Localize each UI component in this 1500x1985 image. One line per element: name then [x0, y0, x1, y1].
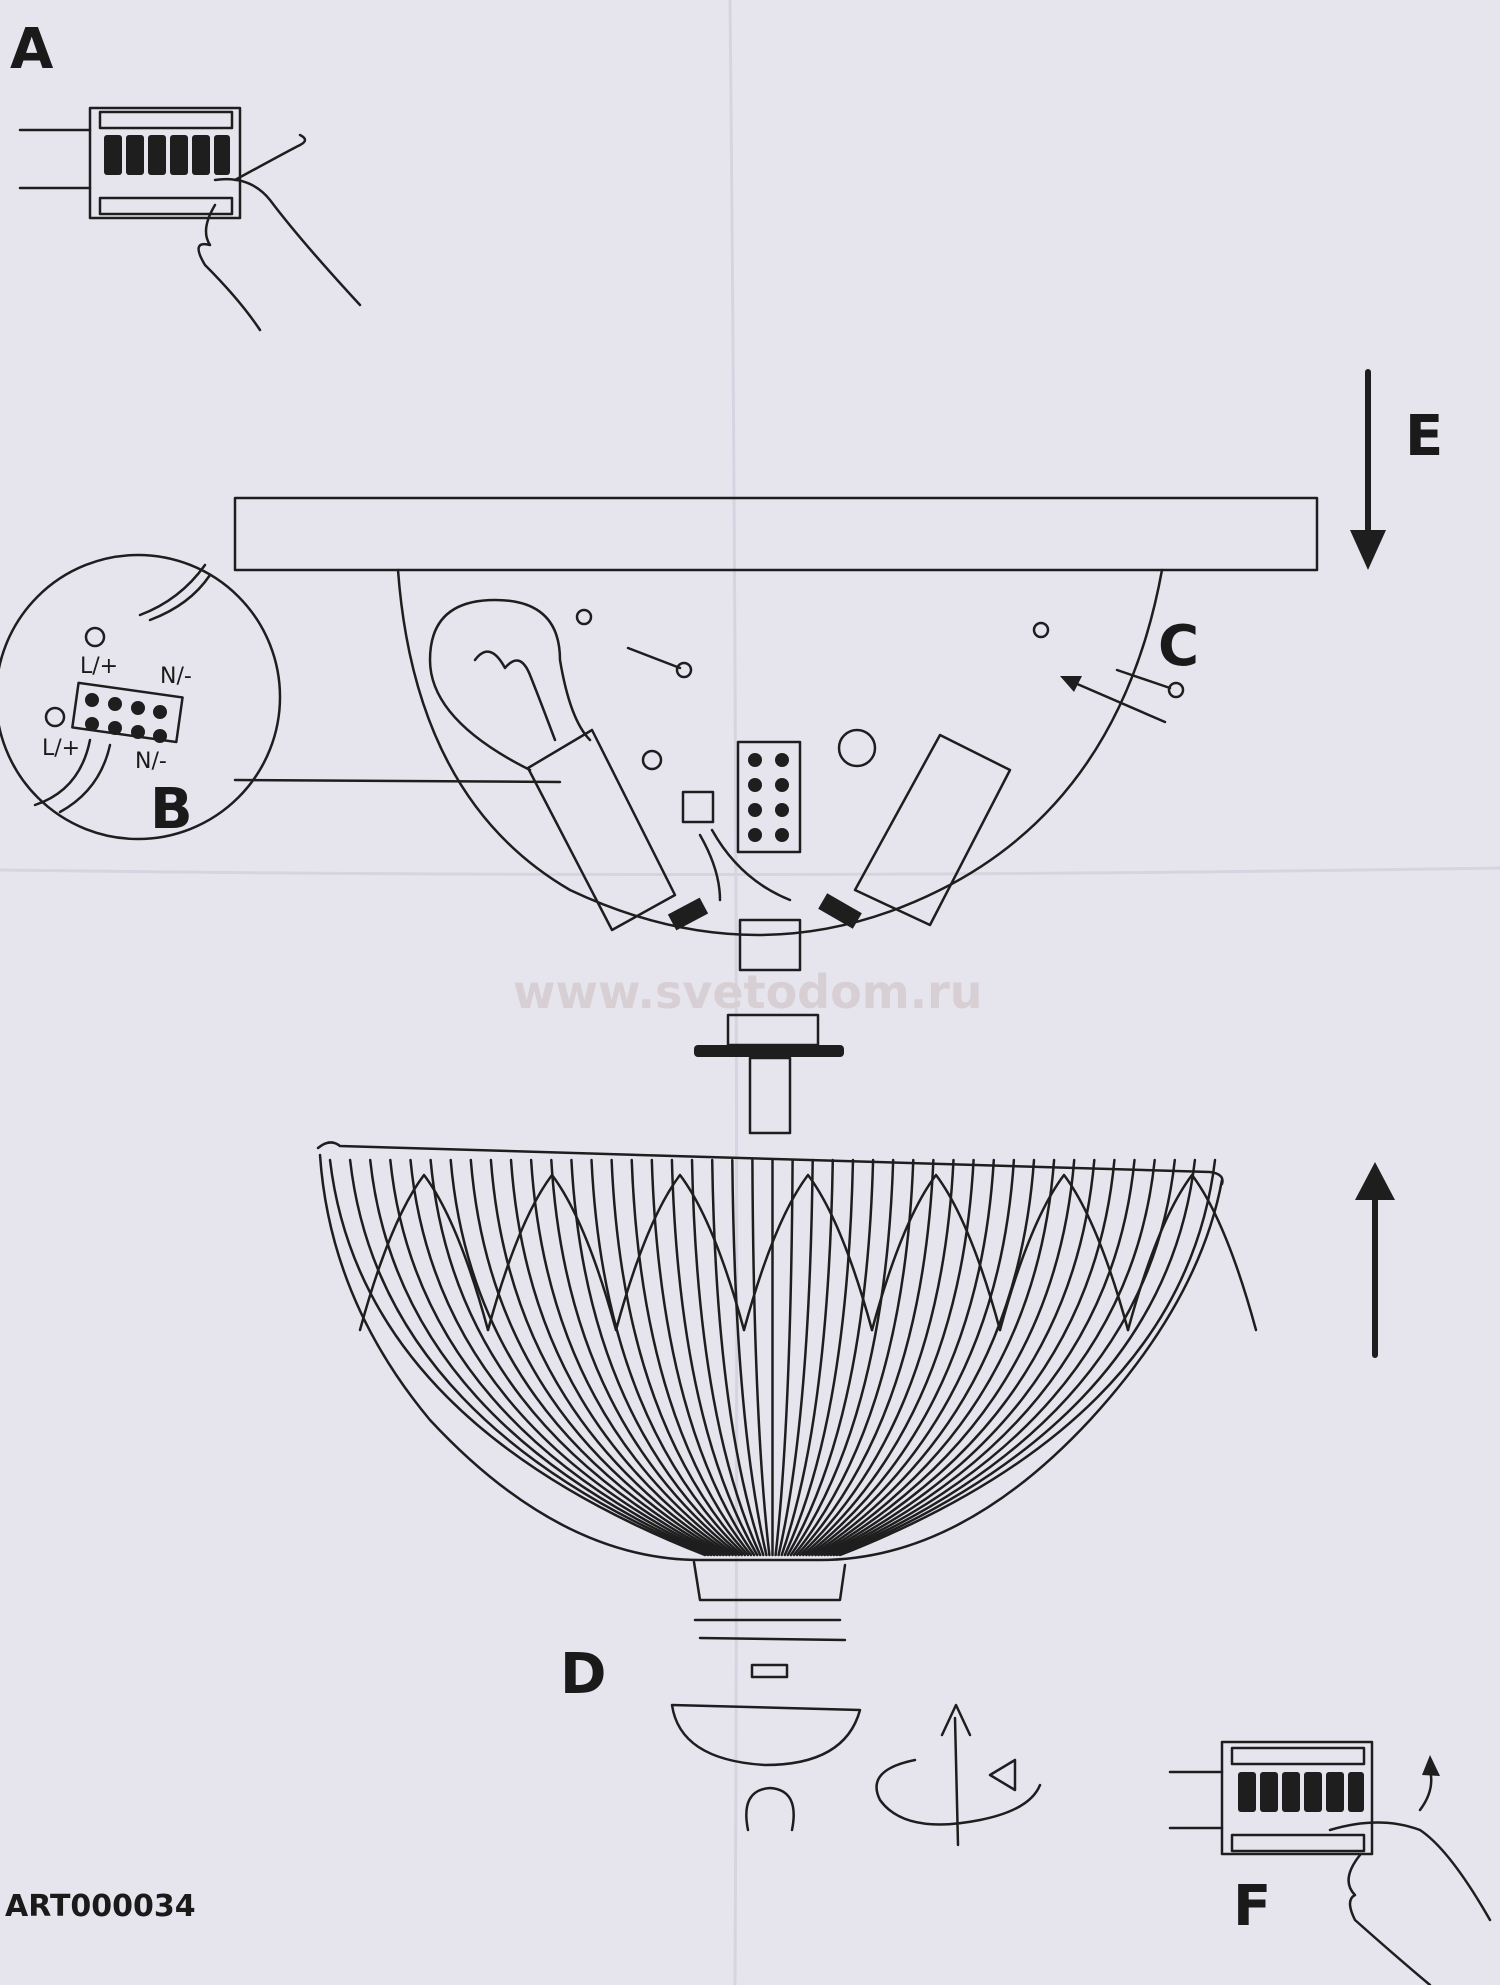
shade-rib — [509, 1158, 734, 1557]
shade-ribs — [328, 1158, 1258, 1557]
step-f-illustration: F — [1168, 1740, 1492, 1985]
screw-icon — [626, 646, 693, 679]
shade-petal — [742, 1173, 874, 1332]
shade-rib — [710, 1158, 765, 1557]
wire-label-neutral-top: N/- — [160, 664, 192, 689]
shade-rib — [814, 1158, 1056, 1557]
terminal-block-a — [98, 110, 234, 216]
lamp-socket-right — [818, 733, 1012, 929]
shade-petal — [486, 1173, 618, 1332]
shade-rib — [808, 1158, 1016, 1557]
shade-petal — [614, 1173, 746, 1332]
screw-icon — [1115, 668, 1185, 699]
shade-rib — [820, 1158, 1096, 1557]
shade-petal — [1126, 1173, 1258, 1332]
shade-rib — [792, 1158, 915, 1557]
shade-rib — [817, 1158, 1076, 1557]
step-b-wiring-detail: L/+ N/- L/+ N/- B — [0, 553, 282, 842]
shade-rib — [409, 1158, 719, 1557]
step-d-finial: D — [560, 1560, 862, 1832]
step-e-arrow: E — [1350, 369, 1443, 570]
mounting-hardware — [694, 1013, 844, 1135]
shade-rib — [751, 1158, 771, 1557]
shade-rib — [429, 1158, 722, 1557]
shade-petal — [998, 1173, 1130, 1332]
shade-rib — [529, 1158, 737, 1557]
raise-arrow — [1355, 1162, 1395, 1358]
ceiling-mount: C — [233, 496, 1319, 972]
canopy-dome — [396, 568, 1164, 937]
shade-rib — [731, 1158, 768, 1557]
bulb-icon — [428, 598, 592, 772]
watermark: www.svetodom.ru — [513, 965, 983, 1019]
shade-rib — [489, 1158, 731, 1557]
step-b-label: B — [150, 777, 193, 842]
shade-rib — [570, 1158, 744, 1557]
shade-petal — [870, 1173, 1002, 1332]
shade-rib — [368, 1158, 713, 1557]
shade-rib — [783, 1158, 855, 1557]
hand-icon — [197, 133, 362, 332]
shade-rib — [805, 1158, 996, 1557]
insert-arrow-c — [1060, 676, 1167, 724]
shade-rib — [777, 1158, 814, 1557]
shade-rib — [670, 1158, 759, 1557]
shade-rib — [798, 1158, 955, 1557]
lamp-socket-left — [526, 728, 709, 932]
glass-shade — [316, 1141, 1258, 1562]
ceiling-plate — [233, 496, 1319, 572]
step-e-label: E — [1405, 404, 1443, 469]
shade-rib — [789, 1158, 895, 1557]
shade-petal — [358, 1173, 490, 1332]
shade-rib — [690, 1158, 762, 1557]
step-a-illustration: A — [10, 17, 362, 332]
rotate-icon — [875, 1703, 1042, 1847]
wire-label-live-bottom: L/+ — [42, 736, 80, 761]
shade-rib — [389, 1158, 716, 1557]
shade-rib — [650, 1158, 756, 1557]
shade-rib — [469, 1158, 728, 1557]
shade-rib — [829, 1158, 1156, 1557]
shade-rib — [590, 1158, 747, 1557]
hand-icon — [1328, 1821, 1492, 1985]
step-f-label: F — [1233, 1874, 1271, 1939]
shade-rib — [826, 1158, 1136, 1557]
shade-rib — [328, 1158, 707, 1557]
shade-rib — [550, 1158, 741, 1557]
shade-rib — [774, 1158, 794, 1557]
shade-rib — [838, 1158, 1217, 1557]
shade-rib — [823, 1158, 1116, 1557]
terminal-block-center — [681, 740, 802, 902]
shade-rib — [780, 1158, 835, 1557]
wire-label-live-top: L/+ — [80, 654, 118, 679]
article-code: ART000034 — [5, 1889, 196, 1924]
step-a-label: A — [10, 17, 54, 82]
shade-rib — [835, 1158, 1197, 1557]
shade-rib — [610, 1158, 750, 1557]
shade-rib — [795, 1158, 935, 1557]
shade-rib — [449, 1158, 725, 1557]
step-c-label: C — [1158, 614, 1199, 679]
wire-label-neutral-bottom: N/- — [135, 749, 167, 774]
shade-rib — [348, 1158, 710, 1557]
wiring-terminal-block — [71, 681, 184, 744]
shade-rib — [630, 1158, 753, 1557]
shade-rib — [786, 1158, 875, 1557]
shade-rib — [811, 1158, 1036, 1557]
step-d-label: D — [560, 1642, 606, 1707]
